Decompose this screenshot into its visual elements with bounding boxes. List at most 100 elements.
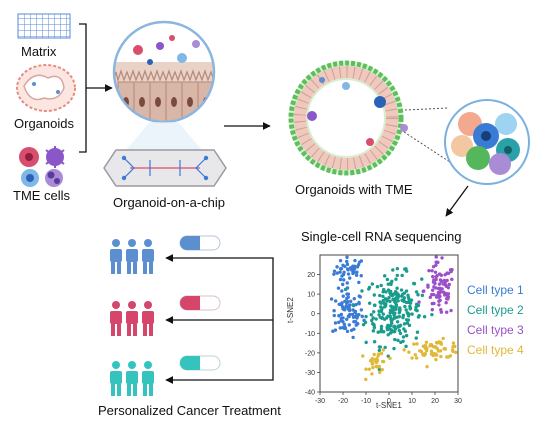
scatter-point [378, 293, 382, 298]
scatter-point [378, 300, 382, 304]
scatter-point [361, 322, 366, 327]
scatter-point [406, 293, 410, 298]
scatter-point [387, 295, 391, 300]
scatter-point [337, 320, 341, 325]
scatter-point [396, 299, 400, 303]
scatter-point [372, 322, 376, 327]
scatter-point [408, 301, 413, 305]
scatter-point [339, 316, 344, 320]
x-tick-label: -10 [361, 398, 371, 405]
scatter-point [417, 300, 421, 304]
scatter-point [439, 273, 444, 277]
scatter-point [382, 287, 386, 292]
scatter-point [351, 335, 355, 340]
scatter-point [379, 283, 383, 288]
scatter-point [370, 318, 374, 323]
scatter-point [396, 293, 401, 297]
scatter-point [415, 342, 419, 346]
scatter-point [332, 269, 337, 273]
scatter-point [394, 303, 399, 307]
scatter-point [379, 329, 384, 334]
scatter-point [439, 354, 443, 359]
y-axis-label: t-SNE2 [286, 297, 295, 323]
scatter-point [388, 308, 393, 312]
scatter-point [376, 354, 380, 358]
scatter-point [345, 262, 350, 267]
scatter-point [414, 356, 419, 360]
scatter-point [402, 298, 406, 302]
chip-magnified-view [112, 20, 216, 124]
scatter-point [336, 286, 341, 290]
scatter-point [356, 322, 360, 326]
tme-cells-label: TME cells [13, 188, 71, 203]
scatter-point [446, 292, 451, 296]
scatter-point [388, 356, 392, 360]
scatter-point [360, 289, 364, 293]
y-tick-label: 10 [307, 292, 315, 299]
scatter-point [397, 328, 402, 333]
scatter-point [422, 315, 427, 319]
person-icon [142, 239, 154, 274]
scatter-point [434, 255, 438, 259]
scatter-point [378, 370, 382, 375]
scatter-point [429, 349, 434, 353]
scatter-point [444, 301, 448, 305]
scatter-point [351, 264, 355, 268]
scatter-point [388, 314, 392, 318]
scatter-point [389, 323, 393, 328]
scatter-point [341, 294, 345, 298]
scatter-point [393, 337, 397, 342]
scatter-point [377, 348, 382, 353]
scatter-point [347, 323, 351, 327]
scatter-point [333, 299, 338, 303]
scatter-point [364, 340, 368, 345]
scatter-point [385, 327, 390, 332]
scatter-point [394, 295, 399, 300]
scatter-point [443, 347, 447, 351]
scatter-point [427, 268, 431, 273]
scatter-point [392, 325, 396, 329]
scatter-point [338, 302, 343, 307]
scatter-point [436, 293, 441, 297]
scatter-point [381, 294, 385, 299]
scatter-point [340, 282, 345, 287]
scatter-point [354, 273, 359, 277]
scatter-point [398, 308, 402, 312]
scatter-point [396, 338, 400, 343]
scatter-point [381, 298, 385, 303]
scatter-point [337, 314, 341, 318]
scatter-point [346, 272, 351, 276]
scatter-point [383, 305, 387, 309]
scatter-point [383, 345, 387, 350]
scatter-point [435, 353, 439, 357]
person-icon [110, 361, 122, 396]
person-icon [126, 361, 138, 396]
scatter-point [391, 308, 395, 312]
scatter-point [403, 304, 407, 309]
scatter-point [444, 284, 449, 288]
scatter-point [404, 333, 409, 338]
scatter-point [410, 356, 414, 360]
scatter-point [395, 320, 400, 324]
scatter-point [373, 303, 377, 308]
scatter-point [438, 349, 443, 353]
scatter-point [371, 365, 375, 370]
scatter-point [445, 355, 449, 359]
scatter-point [405, 321, 410, 325]
scatter-point [399, 288, 404, 292]
scatter-point [343, 326, 348, 331]
scatter-point [392, 329, 397, 334]
scatter-point [400, 273, 404, 278]
scatter-point [341, 319, 345, 324]
scatter-point [357, 294, 361, 298]
scatter-point [345, 259, 349, 264]
scatter-point [345, 292, 349, 296]
y-tick-label: -10 [305, 331, 315, 338]
scatter-point [357, 300, 361, 305]
scatter-point [349, 299, 353, 304]
scatter-point [402, 348, 406, 352]
scatter-point [406, 313, 411, 317]
scatter-point [338, 326, 342, 330]
scatter-point [335, 265, 339, 269]
scatter-point [371, 316, 375, 320]
